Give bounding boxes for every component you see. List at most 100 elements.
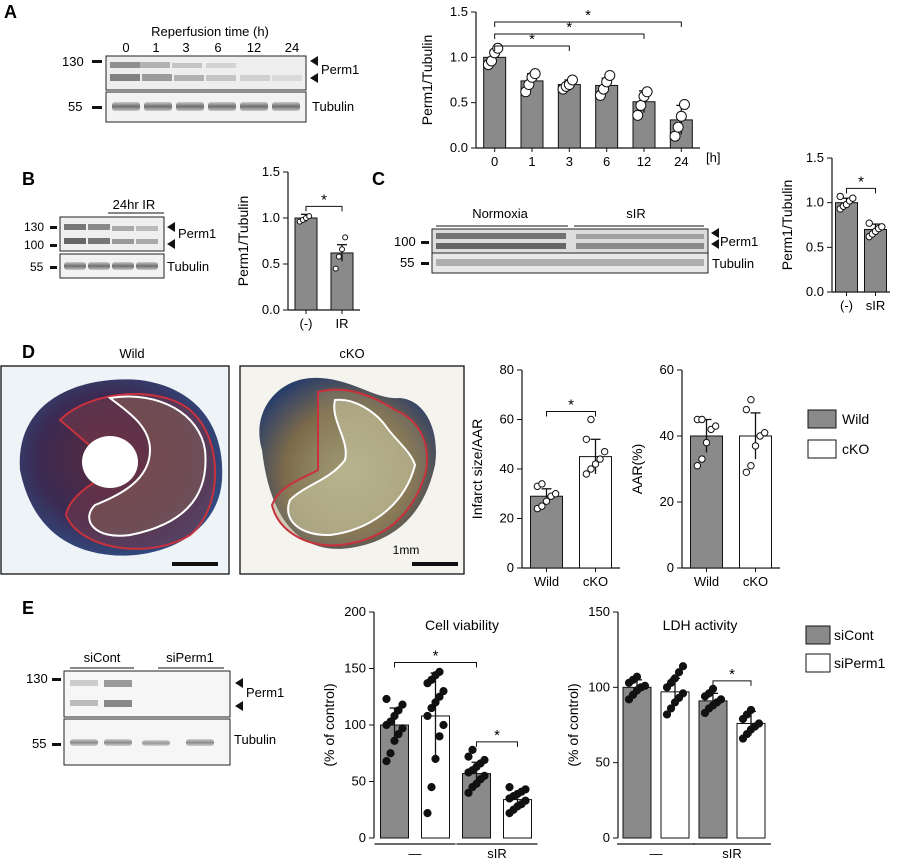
blot-e-marker-130: 130 (26, 671, 48, 686)
data-point (468, 745, 477, 754)
data-point (742, 468, 751, 476)
blot-c-label-perm1: Perm1 (720, 234, 758, 249)
heart-images: Wild cKO 1mm (0, 346, 465, 575)
data-point (542, 497, 551, 505)
data-point (675, 110, 687, 122)
y-tick-label: 0 (359, 830, 366, 845)
heart-infarct-outline-cko (287, 398, 417, 537)
group-label: — (409, 846, 422, 859)
data-point (641, 86, 653, 98)
legend-d-cko: cKO (842, 441, 869, 457)
data-point (398, 700, 407, 709)
bar (690, 435, 723, 569)
significance-star: * (585, 7, 591, 24)
blot-b: 24hr IR 130 100 55 Perm1 Tubulin (24, 197, 216, 279)
y-tick-label: 100 (588, 679, 610, 694)
blot-a-label-perm1: Perm1 (321, 62, 359, 77)
data-point (640, 681, 650, 690)
group-label: sIR (722, 846, 742, 859)
y-tick-label: 200 (344, 604, 366, 619)
data-point (632, 672, 642, 681)
panel-letter-b: B (22, 169, 35, 189)
blot-a-marker-55: 55 (68, 99, 82, 114)
data-point (464, 752, 473, 761)
chart-title: LDH activity (663, 617, 738, 633)
data-point (582, 435, 591, 443)
significance-star: * (433, 648, 439, 665)
y-tick-label: 20 (660, 494, 674, 509)
data-point (464, 788, 473, 797)
blot-a-lane-0: 0 (122, 40, 129, 55)
group-label: sIR (487, 846, 507, 859)
blot-e-marker-55: 55 (32, 736, 46, 751)
y-tick-label: 50 (596, 755, 610, 770)
blot-a-lane-24: 24 (285, 40, 299, 55)
data-point (836, 192, 844, 201)
blot-c-label-tubulin: Tubulin (712, 256, 754, 271)
data-point (439, 687, 448, 696)
data-point (632, 109, 644, 121)
x-tick-label: cKO (583, 574, 608, 589)
data-point (423, 711, 432, 721)
panel-letter-a: A (4, 2, 17, 22)
blot-a-lane-12: 12 (247, 40, 261, 55)
data-point (662, 710, 672, 719)
data-point (538, 502, 546, 510)
y-tick-label: 100 (344, 717, 366, 732)
y-axis-label: Infarct size/AAR (469, 419, 485, 519)
y-tick-label: 0.0 (806, 284, 824, 299)
data-point (431, 754, 440, 764)
blot-a-lane-6: 6 (214, 40, 221, 55)
bar (622, 686, 652, 839)
data-point (754, 719, 764, 728)
blot-b-marker-100: 100 (24, 238, 44, 252)
data-point (480, 771, 489, 780)
y-tick-label: 1.5 (262, 164, 280, 179)
data-point (672, 121, 684, 133)
significance-star: * (566, 19, 572, 36)
data-point (521, 785, 530, 794)
data-point (747, 396, 755, 404)
data-point (394, 729, 403, 739)
x-tick-label: sIR (866, 298, 886, 313)
blot-e-group-siperm1: siPerm1 (166, 650, 214, 665)
data-point (342, 234, 349, 241)
y-tick-label: 80 (500, 362, 514, 377)
data-point (865, 219, 873, 227)
data-point (693, 462, 702, 470)
data-point (480, 755, 489, 765)
x-tick-label: (-) (300, 316, 313, 331)
x-tick-label: 3 (566, 154, 573, 169)
x-tick-label: IR (336, 316, 349, 331)
significance-star: * (729, 666, 735, 683)
y-tick-label: 1.5 (806, 150, 824, 165)
blot-c-group-normoxia: Normoxia (472, 206, 528, 221)
y-tick-label: 150 (588, 604, 610, 619)
legend-e: siCont siPerm1 (805, 625, 886, 673)
significance-bracket (546, 411, 596, 417)
x-tick-label: 24 (674, 154, 688, 169)
x-tick-label: 0 (491, 154, 498, 169)
y-tick-label: 0.0 (450, 140, 468, 155)
data-point (390, 711, 399, 721)
blot-b-label-tubulin: Tubulin (167, 259, 209, 274)
x-tick-label: (-) (840, 298, 853, 313)
data-point (678, 98, 690, 110)
data-point (678, 689, 688, 698)
y-tick-label: 1.0 (262, 210, 280, 225)
data-point (427, 783, 436, 792)
y-tick-label: 40 (660, 428, 674, 443)
data-point (698, 415, 706, 424)
bar (698, 700, 728, 839)
data-point (435, 667, 444, 676)
data-point (678, 662, 688, 671)
data-point (587, 465, 595, 473)
blot-e-group-sicont: siCont (84, 650, 121, 665)
blot-a-label-tubulin: Tubulin (312, 99, 354, 114)
y-tick-label: 0.5 (806, 239, 824, 254)
y-tick-label: 0.5 (262, 256, 280, 271)
